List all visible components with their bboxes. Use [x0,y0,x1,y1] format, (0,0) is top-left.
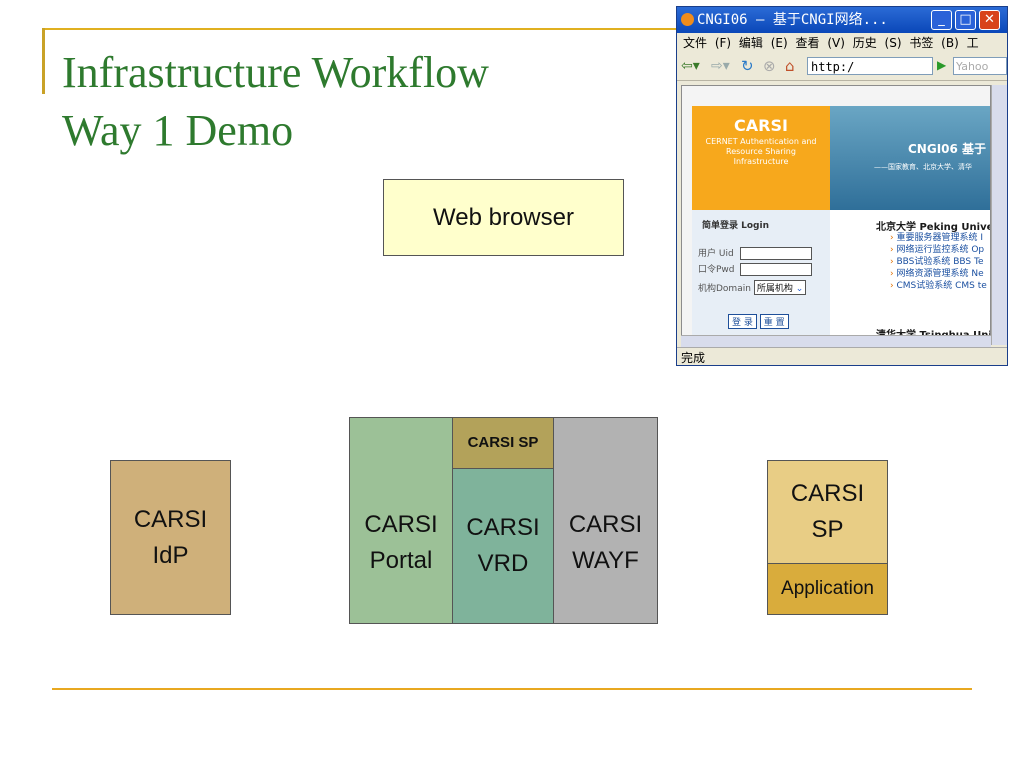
status-text: 完成 [681,351,706,365]
carsi-banner: CARSI CERNET Authentication and Resource… [692,106,830,210]
sp-line2: SP [811,516,844,543]
title-line-2: Way 1 Demo [62,106,294,155]
carsi-wayf-box: CARSI WAYF [553,417,658,624]
carsi-vrd-box: CARSI VRD [452,468,554,624]
domain-select-value: 所属机构 [756,284,793,294]
news-panel: 北京大学 Peking Univers 重要服务器管理系统 I 网络运行监控系统… [830,210,990,344]
vertical-scrollbar[interactable] [991,85,1007,345]
web-browser-box: Web browser [383,179,624,256]
menu-file[interactable]: 文件 (F) [683,36,732,50]
footer-rule [52,688,972,690]
minimize-button[interactable]: _ [931,10,952,30]
title-line-1: Infrastructure Workflow [62,48,489,97]
vrd-line2: VRD [477,550,529,577]
application-box: Application [767,563,888,615]
menu-history[interactable]: 历史 (S) [852,36,902,50]
uid-input[interactable] [739,247,812,260]
portal-line2: Portal [369,546,433,574]
domain-row: 机构Domain 所属机构 ⌄ [698,280,807,295]
pku-heading: 北京大学 Peking Univers [876,222,990,233]
browser-window: CNGI06 — 基于CNGI网络... _ □ ✕ 文件 (F) 编辑 (E)… [676,6,1008,366]
cngi-title: CNGI06 基于 [908,142,987,156]
horizontal-scrollbar[interactable] [681,335,991,347]
go-icon[interactable]: ▶ [937,58,947,72]
back-icon[interactable]: ⇦▾ [681,58,700,74]
chevron-down-icon: ⌄ [795,284,804,294]
link-list: 重要服务器管理系统 I 网络运行监控系统 Op BBS试验系统 BBS Te 网… [890,232,987,292]
browser-page: CARSI CERNET Authentication and Resource… [681,85,991,345]
reset-button[interactable]: 重 置 [759,314,789,329]
carsi-sp-header-box: CARSI SP [452,417,554,469]
domain-select[interactable]: 所属机构 ⌄ [753,280,807,295]
cngi-banner: CNGI06 基于 ——国家教育、北京大学、清华 [830,106,990,210]
maximize-button[interactable]: □ [955,10,976,30]
web-browser-label: Web browser [433,203,574,231]
browser-title-bar: CNGI06 — 基于CNGI网络... [677,7,1007,33]
pwd-row: 口令Pwd [698,262,813,276]
stop-icon[interactable]: ⊗ [763,57,776,75]
cngi-subtitle: ——国家教育、北京大学、清华 [874,163,972,171]
wayf-line1: CARSI [568,510,643,538]
browser-title: CNGI06 — 基于CNGI网络... [697,12,888,28]
browser-menu-bar: 文件 (F) 编辑 (E) 查看 (V) 历史 (S) 书签 (B) 工 [677,33,1007,53]
title-accent-bar [42,28,45,94]
address-bar[interactable]: http:/ [807,57,933,75]
banner-subtitle: CERNET Authentication and Resource Shari… [705,137,817,166]
login-buttons: 登 录 重 置 [728,314,789,329]
uid-label: 用户 Uid [698,249,734,259]
menu-edit[interactable]: 编辑 (E) [738,36,788,50]
login-button[interactable]: 登 录 [728,314,757,329]
title-top-rule [42,28,682,30]
firefox-icon [681,13,694,26]
carsi-sp-box: CARSI SP [767,460,888,564]
address-text: http:/ [811,60,855,74]
home-icon[interactable]: ⌂ [785,57,795,75]
news-link[interactable]: 网络运行监控系统 Op [890,244,987,256]
banner-title: CARSI [734,116,788,135]
news-link[interactable]: 网络资源管理系统 Ne [890,268,987,280]
carsi-sp-header-label: CARSI SP [467,434,539,451]
pwd-label: 口令Pwd [698,265,735,275]
search-box[interactable]: Yahoo [953,57,1007,75]
menu-view[interactable]: 查看 (V) [795,36,845,50]
carsi-idp-box: CARSI IdP [110,460,231,615]
news-link[interactable]: 重要服务器管理系统 I [890,232,987,244]
menu-bookmarks[interactable]: 书签 (B) [909,36,959,50]
application-label: Application [781,578,874,599]
close-button[interactable]: ✕ [979,10,1000,30]
domain-label: 机构Domain [698,284,751,294]
pwd-input[interactable] [740,263,813,276]
news-link[interactable]: BBS试验系统 BBS Te [890,256,987,268]
wayf-line2: WAYF [572,546,639,574]
news-link[interactable]: CMS试验系统 CMS te [890,280,986,292]
carsi-portal-box: CARSI Portal [349,417,453,624]
forward-icon[interactable]: ⇨▾ [711,58,730,74]
idp-line2: IdP [152,541,189,569]
browser-toolbar: ⇦▾ ⇨▾ ↻ ⊗ ⌂ http:/ ▶ Yahoo [677,53,1007,81]
browser-status-bar: 完成 [677,347,1007,365]
login-panel: 简单登录 Login 用户 Uid 口令Pwd 机构Domain 所属机构 ⌄ … [692,210,830,344]
menu-tools[interactable]: 工 [966,36,979,50]
search-placeholder: Yahoo [956,60,989,73]
slide-title: Infrastructure Workflow Way 1 Demo [62,44,489,160]
uid-row: 用户 Uid [698,246,812,260]
portal-line1: CARSI [364,510,438,538]
idp-line1: CARSI [133,505,208,533]
sp-line1: CARSI [790,480,865,507]
reload-icon[interactable]: ↻ [741,57,754,75]
login-title: 简单登录 Login [702,221,769,231]
vrd-line1: CARSI [466,514,540,541]
